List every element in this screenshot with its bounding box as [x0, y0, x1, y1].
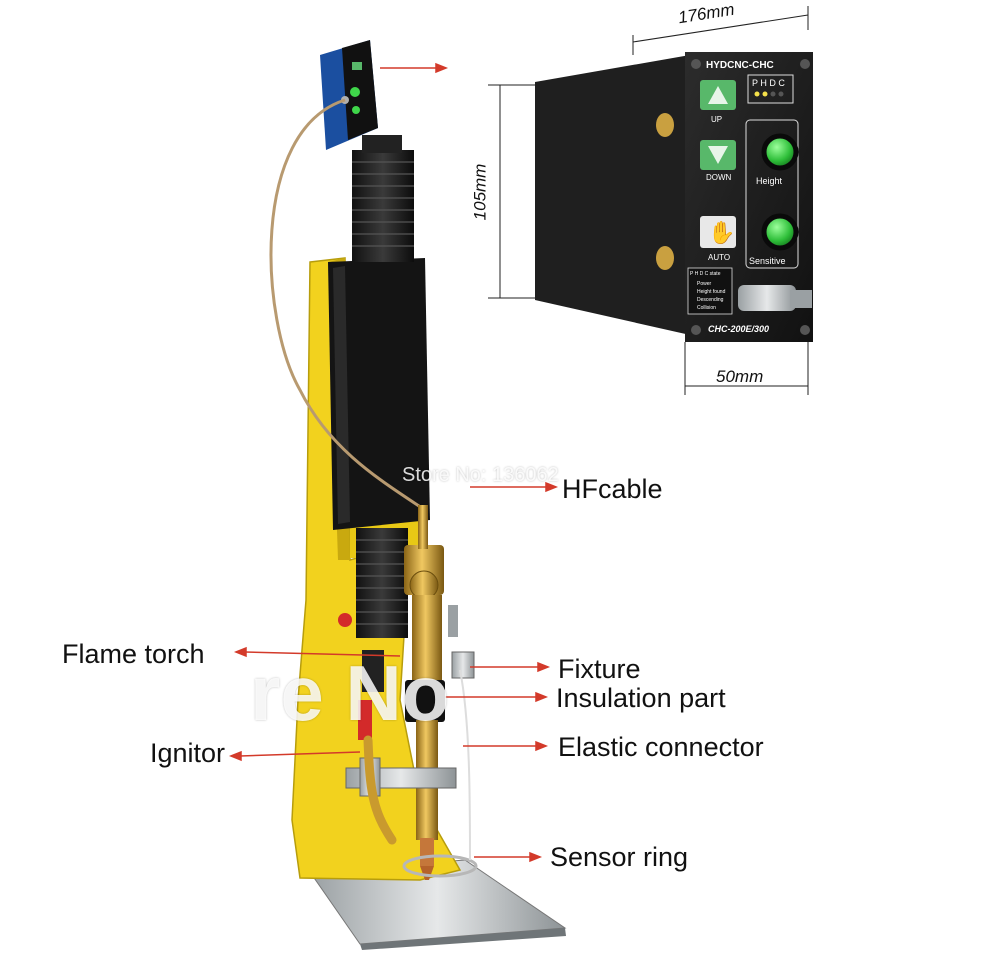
up-label: UP — [711, 115, 722, 124]
cable-connector — [738, 285, 812, 311]
auto-label: AUTO — [708, 253, 730, 262]
label-hf-cable: HFcable — [562, 474, 663, 504]
panel-brand: HYDCNC-CHC — [706, 60, 774, 71]
torch-height-controller-machine — [269, 40, 567, 950]
label-elastic-connector: Elastic connector — [558, 732, 764, 762]
height-label: Height — [756, 176, 783, 186]
motor-housing-highlight — [333, 266, 350, 524]
store-watermark: Store No: 136062 — [402, 464, 559, 486]
motor-housing — [328, 258, 430, 530]
auto-button: ✋ — [700, 216, 736, 248]
flame-torch-assembly — [404, 505, 458, 880]
ignitor — [338, 613, 397, 845]
upper-bellows — [352, 150, 414, 262]
elastic-connector-wire — [459, 669, 471, 861]
base-plate-edge — [360, 928, 566, 950]
dimension-height: 105mm — [470, 163, 490, 221]
mini-control-box — [320, 40, 378, 150]
legend-c: Collision — [697, 305, 716, 311]
control-panel-photo: HYDCNC-CHC P H D C UP DOWN ✋ AUTO — [535, 52, 813, 342]
callout-arrows — [228, 62, 559, 863]
panel-status-letters: P H D C — [752, 78, 785, 88]
down-button — [700, 140, 736, 170]
legend-d: Descending — [697, 297, 724, 303]
sensitive-label: Sensitive — [749, 256, 786, 266]
label-insulation-part: Insulation part — [556, 683, 726, 713]
legend-title: P H D C state — [690, 271, 721, 277]
up-button — [700, 80, 736, 110]
label-ignitor: Ignitor — [150, 738, 226, 768]
state-legend: P H D C state Power Height found Descend… — [687, 267, 733, 315]
legend-h: Height found — [697, 289, 726, 295]
label-sensor-ring: Sensor ring — [550, 842, 689, 872]
panel-side-plate — [535, 55, 690, 335]
lower-bellows — [356, 528, 408, 638]
dimension-width-bottom: 50mm — [716, 367, 764, 386]
label-fixture: Fixture — [558, 654, 641, 684]
legend-p: Power — [697, 281, 712, 287]
height-knob — [761, 133, 799, 171]
hand-icon: ✋ — [708, 220, 735, 246]
top-cap — [362, 135, 402, 153]
sensitive-knob — [761, 213, 799, 251]
large-watermark: re No — [250, 649, 450, 737]
dimension-lines — [488, 6, 809, 395]
label-flame-torch: Flame torch — [62, 639, 205, 669]
panel-model: CHC-200E/300 — [708, 324, 769, 334]
sensor-ring — [402, 854, 478, 878]
hf-cable — [269, 98, 426, 512]
down-label: DOWN — [706, 173, 732, 182]
